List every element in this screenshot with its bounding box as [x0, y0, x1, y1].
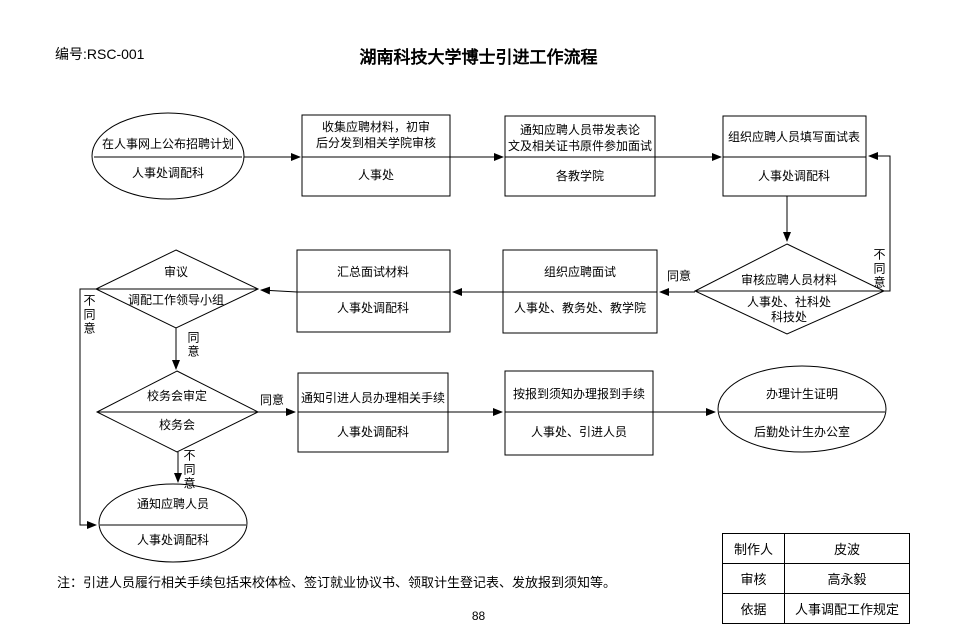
label-disagree-council: 不同意 — [182, 449, 196, 491]
node-notify-interview — [504, 115, 656, 197]
birth-cert-dept: 后勤处计生办公室 — [753, 425, 851, 439]
maker-value: 皮波 — [784, 533, 910, 564]
school-council-dept: 校务会 — [158, 418, 196, 432]
table-row-maker: 制作人 皮波 — [722, 533, 910, 564]
summarize-dept: 人事处调配科 — [336, 301, 410, 315]
table-row-basis: 依据 人事调配工作规定 — [722, 593, 910, 624]
publish-plan-dept: 人事处调配科 — [131, 166, 205, 180]
footnote: 注：引进人员履行相关手续包括来校体检、签订就业协议书、领取计生登记表、发放报到须… — [57, 575, 617, 590]
collect-materials-dept: 人事处 — [357, 168, 395, 182]
arrow-summarize-to-deliberate — [260, 286, 298, 295]
info-table: 制作人 皮波 审核 高永毅 依据 人事调配工作规定 — [722, 533, 910, 624]
table-row-reviewer: 审核 高永毅 — [722, 563, 910, 594]
notify-applicants-dept: 人事处调配科 — [136, 533, 210, 547]
maker-label: 制作人 — [722, 533, 785, 564]
review-materials-dept-2: 科技处 — [770, 310, 808, 324]
fill-form-dept: 人事处调配科 — [757, 169, 831, 183]
notify-interview-action-2: 文及相关证书原件参加面试 — [507, 139, 653, 153]
node-publish-plan — [91, 112, 245, 200]
deliberate-action: 审议 — [163, 265, 189, 279]
basis-value: 人事调配工作规定 — [784, 593, 910, 624]
page-number: 88 — [471, 609, 486, 623]
node-birth-cert — [717, 365, 887, 453]
arrow-deliberate-disagree-to-notify — [79, 288, 97, 529]
birth-cert-action: 办理计生证明 — [765, 387, 839, 401]
reviewer-label: 审核 — [722, 563, 785, 594]
register-dept: 人事处、引进人员 — [530, 425, 628, 439]
reviewer-value: 高永毅 — [784, 563, 910, 594]
collect-materials-action-2: 后分发到相关学院审核 — [315, 136, 437, 150]
notify-procedures-dept: 人事处调配科 — [336, 425, 410, 439]
summarize-action: 汇总面试材料 — [336, 265, 410, 279]
node-register — [504, 370, 654, 456]
node-summarize — [296, 249, 451, 333]
school-council-action: 校务会审定 — [146, 389, 208, 403]
deliberate-dept: 调配工作领导小组 — [127, 293, 225, 307]
organize-interview-action: 组织应聘面试 — [543, 265, 617, 279]
label-agree-council: 同意 — [260, 393, 285, 407]
label-disagree-review: 不同意 — [872, 248, 886, 290]
label-agree-deliberate: 同意 — [186, 331, 200, 359]
node-notify-applicants — [98, 483, 248, 563]
collect-materials-action-1: 收集应聘材料，初审 — [321, 120, 431, 134]
node-fill-form — [722, 115, 867, 197]
notify-interview-action-1: 通知应聘人员带发表论 — [519, 123, 641, 137]
notify-applicants-action: 通知应聘人员 — [136, 497, 210, 511]
fill-form-action: 组织应聘人员填写面试表 — [727, 130, 861, 144]
review-materials-dept-1: 人事处、社科处 — [746, 295, 832, 309]
publish-plan-action: 在人事网上公布招聘计划 — [101, 137, 235, 151]
label-disagree-deliberate: 不同意 — [82, 294, 96, 336]
organize-interview-dept: 人事处、教务处、教学院 — [513, 301, 647, 315]
review-materials-action: 审核应聘人员材料 — [740, 273, 838, 287]
register-action: 按报到须知办理报到手续 — [512, 387, 646, 401]
node-collect-materials — [301, 114, 451, 197]
page-title: 湖南科技大学博士引进工作流程 — [359, 48, 598, 67]
label-agree-review: 同意 — [667, 269, 692, 283]
node-school-council-decision — [95, 370, 260, 453]
node-review-materials-decision — [693, 243, 886, 335]
basis-label: 依据 — [722, 593, 785, 624]
notify-procedures-action: 通知引进人员办理相关手续 — [300, 391, 446, 405]
arrow-review-disagree-loop — [868, 152, 891, 292]
notify-interview-dept: 各教学院 — [555, 169, 605, 183]
doc-number: 编号:RSC-001 — [55, 46, 145, 62]
